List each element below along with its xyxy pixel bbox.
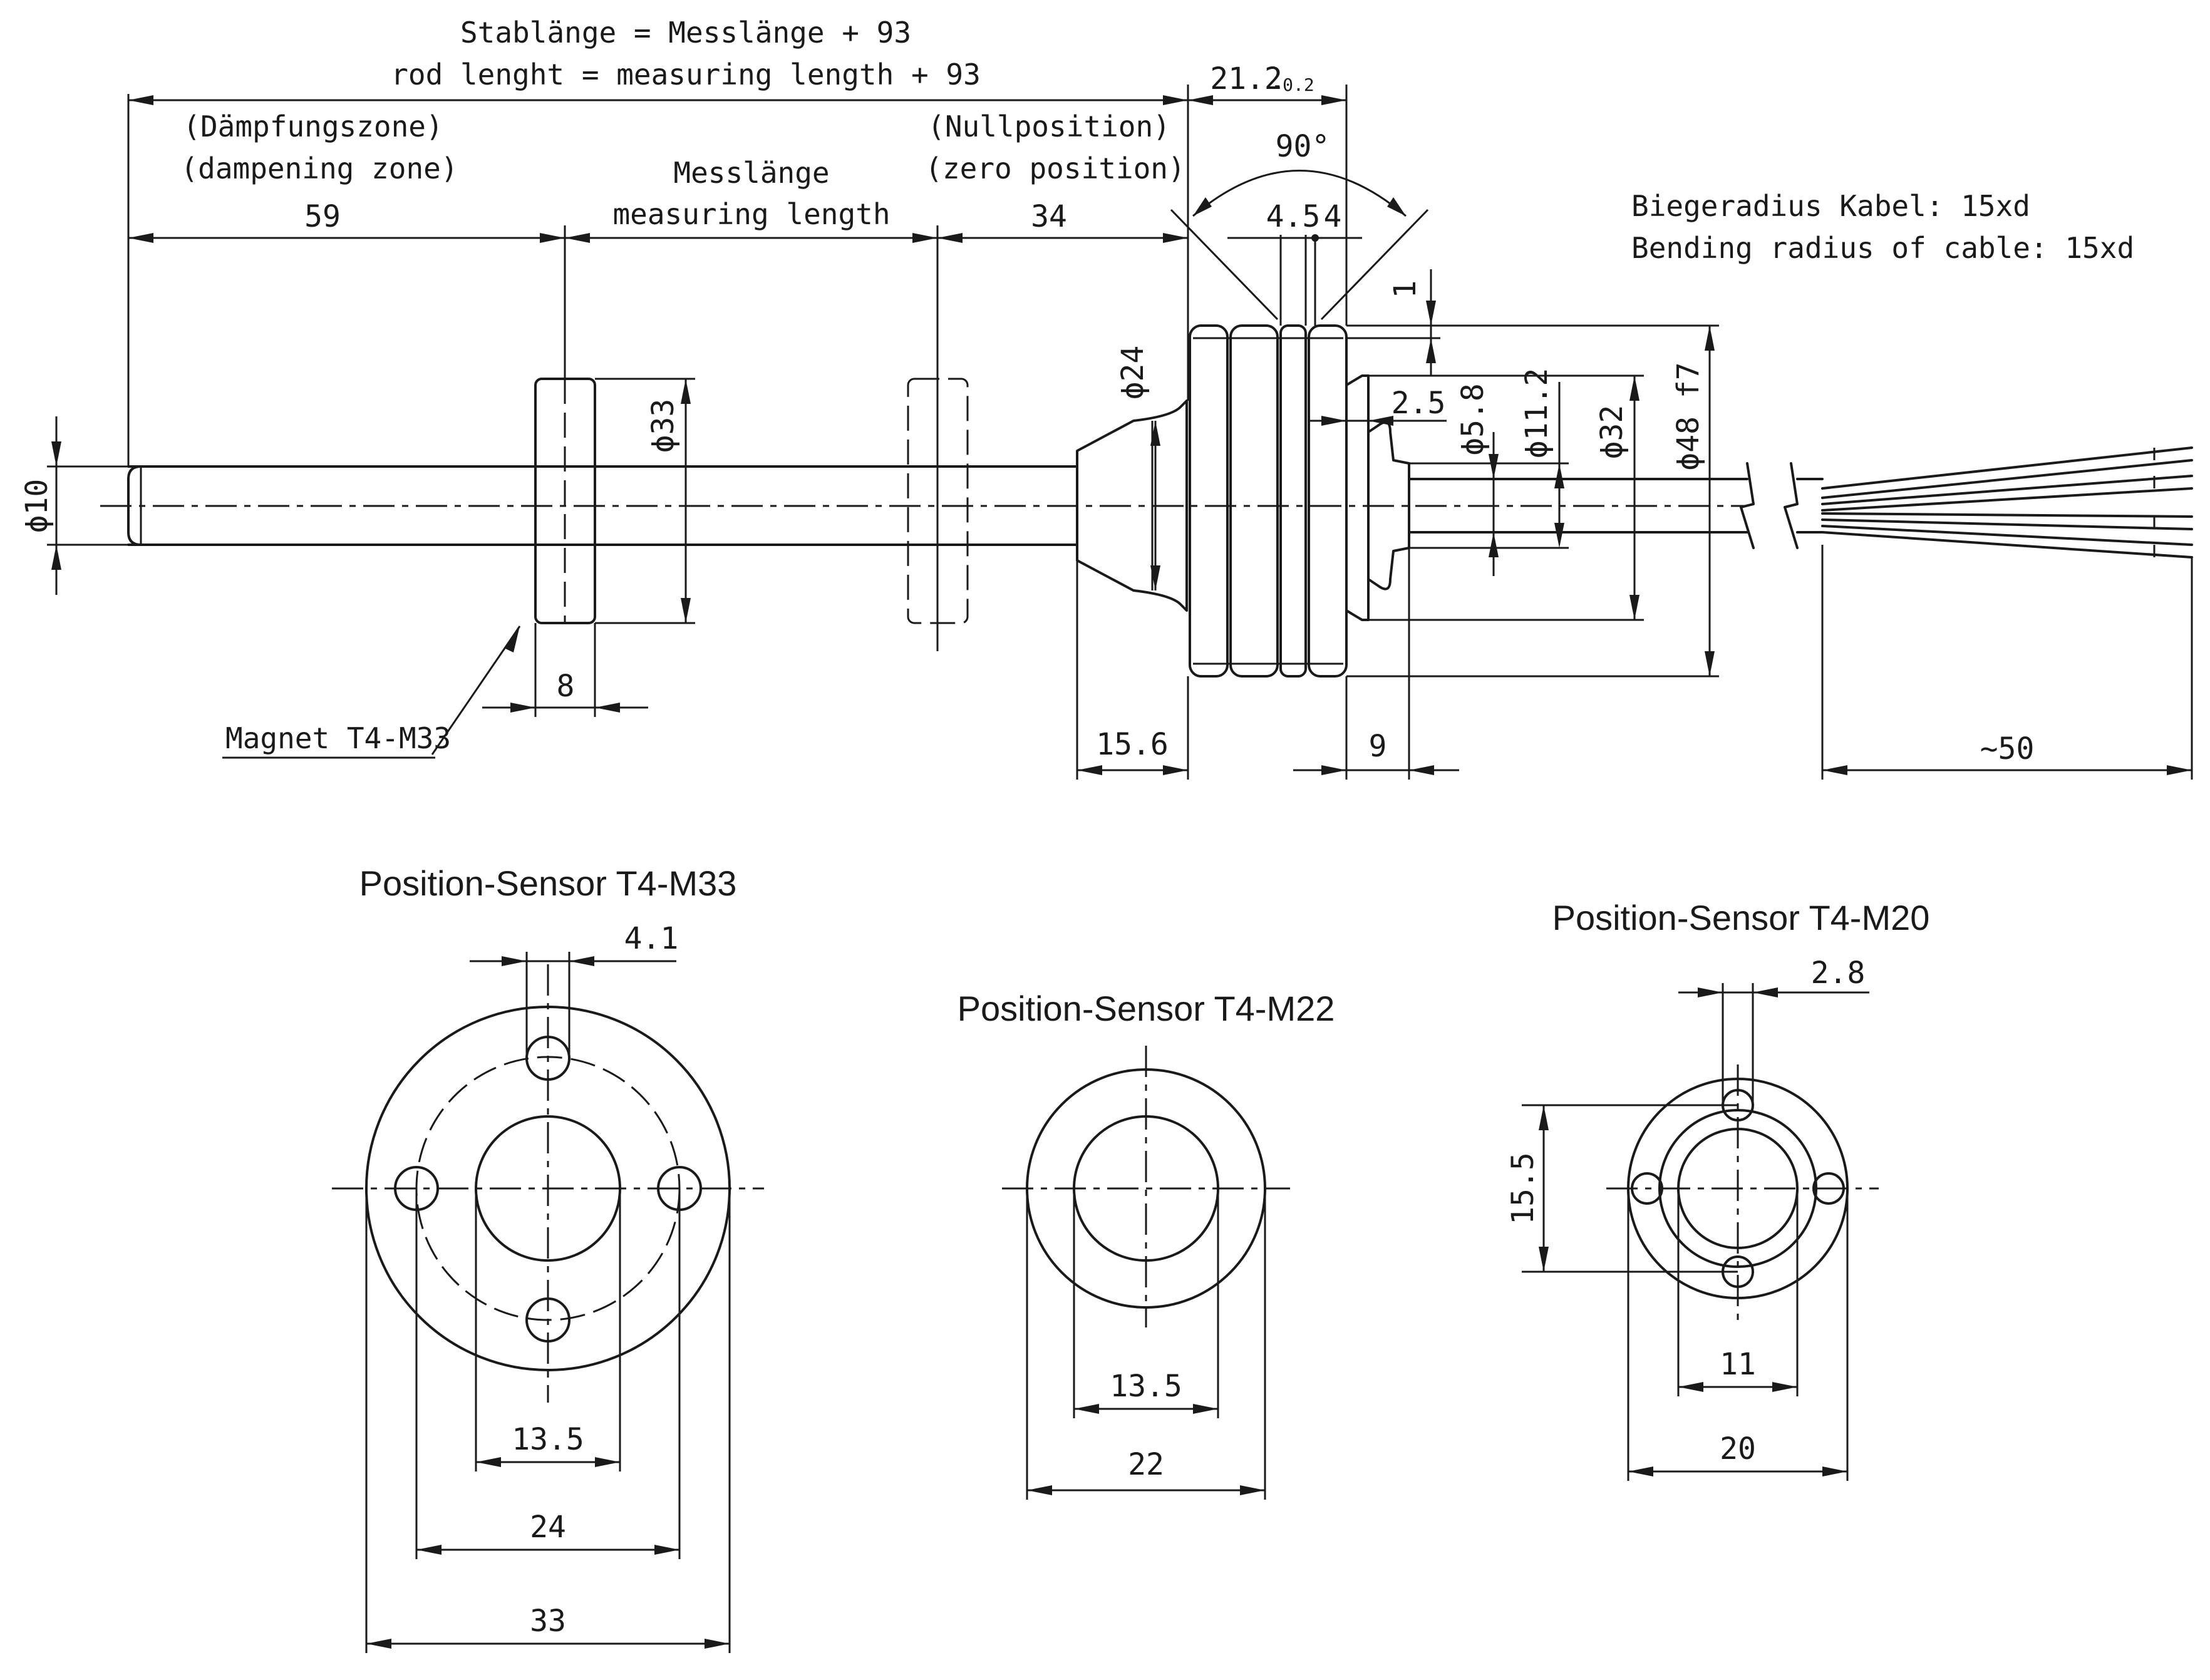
m20-hole-right xyxy=(1812,1172,1845,1205)
m20-hole-dim: 2.8 xyxy=(1811,956,1866,991)
rod xyxy=(127,465,1078,546)
m20-inner-dim: 11 xyxy=(1720,1347,1756,1382)
sensor-m33-view: Position-Sensor T4-M33 4.1 13.5 24 xyxy=(332,863,764,1653)
bend-radius-de: Biegeradius Kabel: 15xd xyxy=(1631,189,2030,223)
cable-diameter-label: ϕ5.8 xyxy=(1455,383,1490,456)
magnet-diameter-label: ϕ33 xyxy=(646,399,681,453)
m33-hole-dim: 4.1 xyxy=(624,921,679,956)
sensor-m22-view: Position-Sensor T4-M22 13.5 22 xyxy=(958,989,1335,1500)
magnet-label: Magnet T4-M33 xyxy=(225,721,451,755)
m22-title: Position-Sensor T4-M22 xyxy=(958,989,1335,1028)
dampening-label-en: (dampening zone) xyxy=(180,152,458,185)
flange-diameter-label: ϕ48 f7 xyxy=(1671,362,1706,470)
m20-outer-dim: 20 xyxy=(1720,1431,1756,1466)
zero-position-value: 34 xyxy=(1031,199,1067,234)
m22-inner-dim: 13.5 xyxy=(1110,1369,1182,1404)
rod-diameter-label: ϕ10 xyxy=(19,479,54,533)
m20-title: Position-Sensor T4-M20 xyxy=(1552,898,1930,937)
zero-position-de: (Nullposition) xyxy=(927,110,1170,143)
groove-width-b: 4 xyxy=(1324,199,1342,234)
flange-width-tolerance: -0.2 xyxy=(1272,75,1314,95)
bend-radius-en: Bending radius of cable: 15xd xyxy=(1631,231,2134,265)
rod-length-de: Stablänge = Messlänge + 93 xyxy=(460,16,911,49)
rod-length-en: rod lenght = measuring length + 93 xyxy=(391,58,981,91)
flange xyxy=(1189,324,1348,678)
side-view: Stablänge = Messlänge + 93 rod lenght = … xyxy=(19,16,2193,780)
nut-diameter-label: ϕ32 xyxy=(1594,405,1629,460)
m20-hole-left xyxy=(1631,1172,1663,1205)
flange-lip-dim: 1 xyxy=(1388,281,1423,299)
m33-inner-dim: 13.5 xyxy=(512,1422,584,1457)
angle-label: 90° xyxy=(1276,129,1330,164)
measuring-length-en: measuring length xyxy=(612,197,890,231)
groove-width-a: 4.5 xyxy=(1266,199,1321,234)
magnet-solid xyxy=(534,378,596,624)
nut-length-label: 9 xyxy=(1369,729,1387,764)
cone-diameter-label: ϕ24 xyxy=(1115,346,1150,400)
cable-length-label: ~50 xyxy=(1980,731,2035,766)
m33-title: Position-Sensor T4-M33 xyxy=(359,863,737,903)
cone-length-label: 15.6 xyxy=(1096,727,1169,762)
m20-pcd-dim: 15.5 xyxy=(1505,1152,1541,1225)
nut-step-dim: 2.5 xyxy=(1392,386,1446,421)
cable-wires xyxy=(1821,446,2193,559)
sensor-m20-view: Position-Sensor T4-M20 2.8 15.5 11 xyxy=(1505,898,1929,1481)
m20-pitch-ring xyxy=(1658,1109,1817,1268)
m22-outer-dim: 22 xyxy=(1128,1447,1164,1482)
nut-bore-diameter-label: ϕ11.2 xyxy=(1519,368,1554,459)
measuring-length-de: Messlänge xyxy=(673,156,829,190)
m33-outer-dim: 33 xyxy=(530,1604,566,1639)
dampening-label-de: (Dämpfungszone) xyxy=(183,110,443,143)
dampening-value: 59 xyxy=(304,199,341,234)
m33-hole-bottom xyxy=(525,1297,571,1342)
cone xyxy=(1076,399,1188,612)
zero-position-en: (zero position) xyxy=(925,152,1185,185)
flange-width-label: 21.2 xyxy=(1210,61,1283,96)
magnet-width-label: 8 xyxy=(557,669,575,704)
m33-pcd-dim: 24 xyxy=(530,1510,566,1545)
